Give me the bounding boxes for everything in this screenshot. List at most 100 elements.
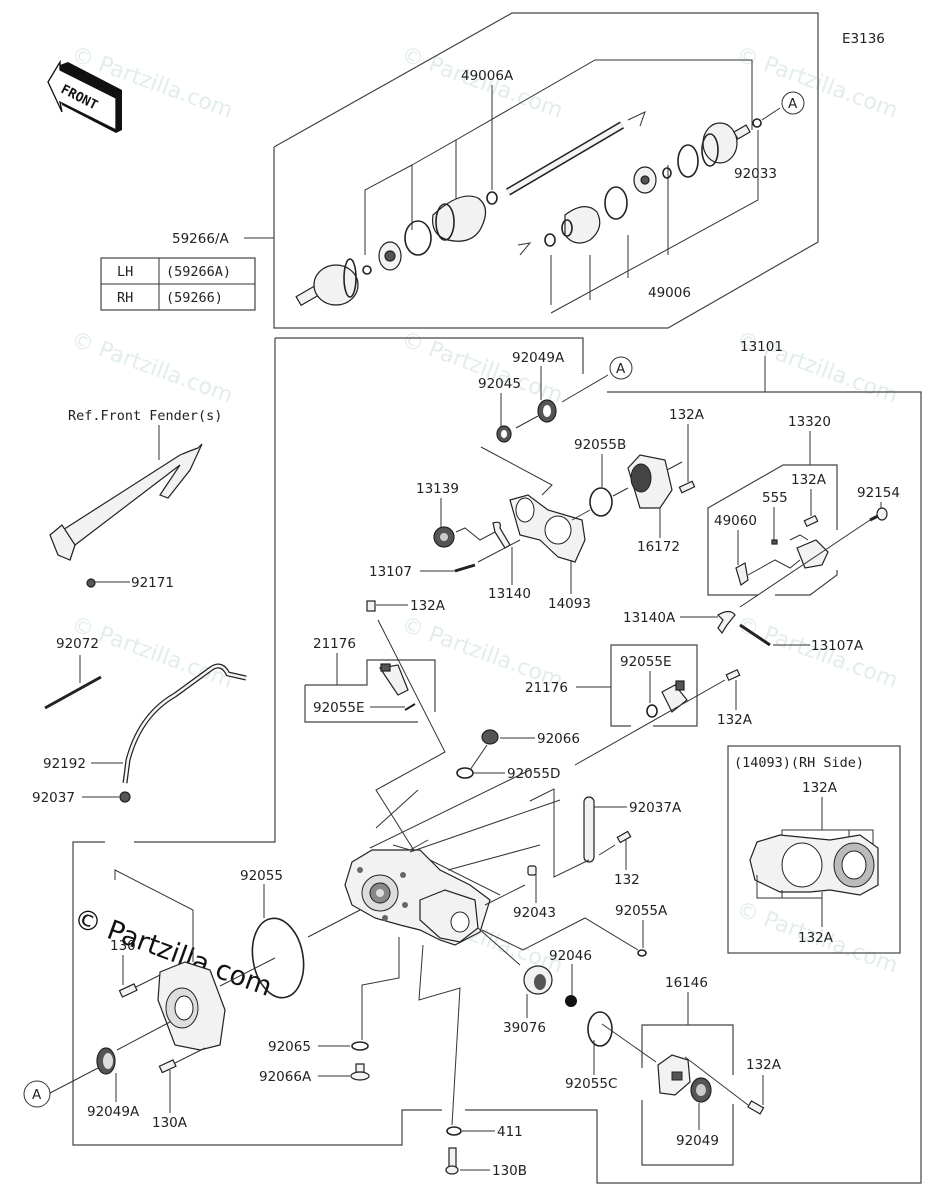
part-label-92043: 92043	[513, 905, 556, 921]
part-label-13320: 13320	[788, 414, 831, 430]
part-label-132A-1: 132A	[669, 407, 705, 423]
fork-13140A-group: 13140A 13107A	[623, 610, 864, 654]
part-label-92055D: 92055D	[507, 766, 560, 782]
coupling-39076-group: 39076 92046	[477, 927, 592, 1036]
bolt-130	[118, 983, 138, 998]
part-label-92055E-right: 92055E	[620, 654, 671, 670]
gearcase-box: 13101	[72, 337, 922, 1184]
part-label-132A-4: 132A	[717, 712, 753, 728]
ref-a-label: A	[32, 1087, 42, 1103]
ref-a-marker	[781, 91, 805, 115]
part-label-13140A: 13140A	[623, 610, 676, 626]
cover-left-group: 92055 130 A 92049A 130A	[23, 868, 361, 1131]
part-label-92049A-top: 92049A	[512, 350, 565, 366]
variant-side: RH	[117, 290, 133, 306]
gearcase-housing	[344, 769, 561, 946]
part-label-16146: 16146	[665, 975, 708, 991]
part-label-92066: 92066	[537, 731, 580, 747]
cv-joint-outer	[295, 258, 359, 307]
part-label-92171: 92171	[131, 575, 174, 591]
variant-part: (59266A)	[166, 264, 231, 280]
part-label-92033: 92033	[734, 166, 777, 182]
cv-boot	[431, 195, 487, 242]
part-label-59266A: 59266/A	[172, 231, 229, 247]
variant-part: (59266)	[166, 290, 223, 306]
breather-hose: 92072 92192 92037	[32, 636, 247, 806]
shaft-13107	[454, 563, 476, 573]
part-label-49060: 49060	[714, 513, 757, 529]
fender-reference: Ref.Front Fender(s) 92171	[49, 408, 222, 591]
plug-92066-group: 92066 92055D	[456, 729, 580, 782]
part-label-130A: 130A	[152, 1115, 188, 1131]
variant-side: LH	[117, 264, 133, 280]
bolt-132A	[747, 1100, 765, 1115]
clamp-92037A-group: 92037A 132	[529, 788, 682, 888]
shift-components: 13139 13140 13107 14093	[369, 481, 591, 612]
bolt-92154	[869, 507, 888, 522]
part-label-92055A: 92055A	[615, 903, 668, 919]
part-label-132A-2: 132A	[791, 472, 827, 488]
plug-92043: 92043	[484, 865, 556, 921]
part-label-16172: 16172	[637, 539, 680, 555]
bolt-130A	[158, 1059, 177, 1074]
part-label-132: 132	[614, 872, 640, 888]
part-label-92065: 92065	[268, 1039, 311, 1055]
part-label-555: 555	[762, 490, 788, 506]
shift-fork-13140	[492, 521, 511, 549]
watermark: © Partzilla.com	[68, 327, 236, 409]
clamp-92037	[119, 791, 131, 803]
part-label-132A-5: 132A	[746, 1057, 782, 1073]
cv-boot-inner	[561, 206, 601, 244]
ref-front-fender-label: Ref.Front Fender(s)	[68, 408, 222, 424]
part-label-49006A: 49006A	[461, 68, 514, 84]
part-label-130: 130	[110, 938, 136, 954]
bolt-132A	[678, 480, 696, 494]
o-ring-92055A-group: 92055A	[481, 903, 668, 957]
bolt-92171	[86, 578, 96, 588]
part-label-13140: 13140	[488, 586, 531, 602]
part-label-92055E-left: 92055E	[313, 700, 364, 716]
part-label-13139: 13139	[416, 481, 459, 497]
part-label-49006: 49006	[648, 285, 691, 301]
part-label-13107: 13107	[369, 564, 412, 580]
watermark: © Partzilla.com	[733, 42, 901, 124]
shift-drum	[796, 539, 829, 569]
part-label-39076: 39076	[503, 1020, 546, 1036]
part-label-411: 411	[497, 1124, 523, 1140]
shift-drum-group: 13320 132A 555 49060	[707, 414, 838, 596]
o-ring-92055B	[589, 487, 613, 517]
stopper-49060	[735, 562, 749, 586]
part-label-92055C: 92055C	[565, 1076, 617, 1092]
cv-joint-inner	[701, 122, 751, 167]
washer-411	[446, 1126, 462, 1136]
shaft-13107A	[739, 623, 771, 647]
part-label-92049: 92049	[676, 1133, 719, 1149]
part-label-92037A: 92037A	[629, 800, 682, 816]
part-label-92049A-bottom: 92049A	[87, 1104, 140, 1120]
cover-16146-group: 92055C 16146 92049 132A	[565, 975, 782, 1166]
part-label-13107A: 13107A	[811, 638, 864, 654]
washer-92065	[351, 1041, 369, 1051]
ref-a-label: A	[616, 361, 626, 377]
inset-title: (14093)(RH Side)	[734, 755, 864, 771]
part-label-92055: 92055	[240, 868, 283, 884]
part-label-92066A: 92066A	[259, 1069, 312, 1085]
part-label-21176-left: 21176	[313, 636, 356, 652]
ball-92046	[565, 995, 577, 1007]
ref-a-marker	[609, 356, 633, 380]
o-ring-92055C	[587, 1011, 613, 1047]
part-label-92037: 92037	[32, 790, 75, 806]
part-label-92192: 92192	[43, 756, 86, 772]
o-ring-92055	[251, 917, 305, 999]
part-label-92055B: 92055B	[574, 437, 626, 453]
part-label-14093: 14093	[548, 596, 591, 612]
drive-shaft-assembly: 59266/A LH (59266A) RH (59266)	[100, 12, 819, 329]
bolt-130B	[445, 1147, 459, 1175]
inset-label-132A-bottom: 132A	[798, 930, 834, 946]
circlip	[362, 265, 372, 275]
plug-92066A	[350, 1063, 370, 1081]
part-label-21176-right: 21176	[525, 680, 568, 696]
part-label-92072: 92072	[56, 636, 99, 652]
band	[486, 191, 498, 205]
